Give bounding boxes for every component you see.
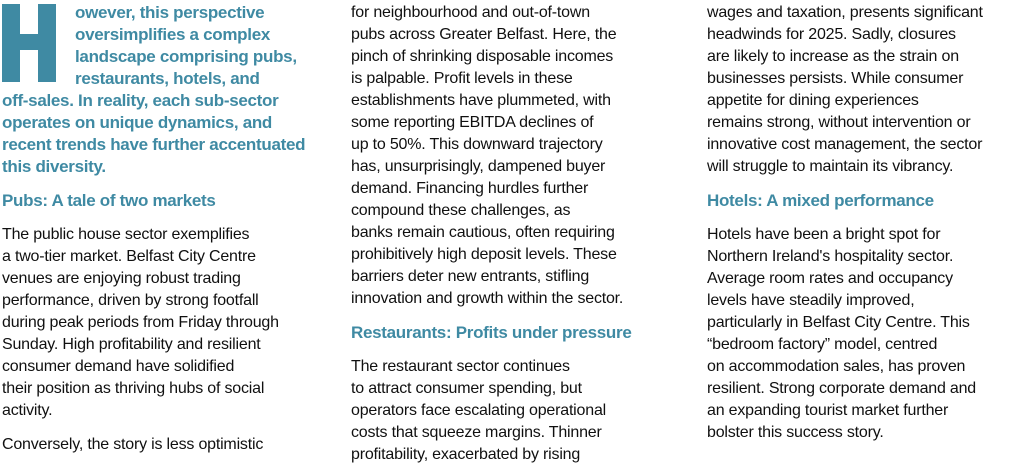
text-line: oversimplifies a complex <box>75 25 270 44</box>
text-line: “bedroom factory” model, centred <box>707 336 938 353</box>
paragraph: Conversely, the story is less optimistic <box>2 434 349 456</box>
text-line: their position as thriving hubs of socia… <box>2 380 265 397</box>
text-line: performance, driven by strong footfall <box>2 292 259 309</box>
paragraph: The public house sector exemplifies a two… <box>2 224 349 422</box>
paragraph: for neighbourhood and out-of-town pubs ac… <box>351 2 705 310</box>
text-line: levels have steadily improved, <box>707 292 915 309</box>
text-line: costs that squeeze margins. Thinner <box>351 424 602 441</box>
text-line: headwinds for 2025. Sadly, closures <box>707 26 956 43</box>
text-line: innovation and growth within the sector. <box>351 290 624 307</box>
paragraph: The restaurant sector continues to attrac… <box>351 356 705 466</box>
text-line: on accommodation sales, has proven <box>707 358 966 375</box>
text-line: resilient. Strong corporate demand and <box>707 380 977 397</box>
text-line: Northern Ireland's hospitality sector. <box>707 248 954 265</box>
column-3: wages and taxation, presents significant… <box>707 2 1018 444</box>
text-line: pubs across Greater Belfast. Here, the <box>351 26 617 43</box>
text-line: a two-tier market. Belfast City Centre <box>2 248 256 265</box>
text-line: Hotels have been a bright spot for <box>707 226 941 243</box>
text-line: owever, this perspective <box>75 3 265 22</box>
intro-paragraph: owever, this perspective oversimplifies a… <box>2 2 349 178</box>
text-line: innovative cost management, the sector <box>707 136 983 153</box>
text-line: for neighbourhood and out-of-town <box>351 4 590 21</box>
text-line: operators face escalating operational <box>351 402 606 419</box>
text-line: to attract consumer spending, but <box>351 380 582 397</box>
text-line: during peak periods from Friday through <box>2 314 279 331</box>
text-line: wages and taxation, presents significant <box>707 4 983 21</box>
text-line: particularly in Belfast City Centre. Thi… <box>707 314 970 331</box>
text-line: are likely to increase as the strain on <box>707 48 959 65</box>
text-line: is palpable. Profit levels in these <box>351 70 573 87</box>
text-line: pinch of shrinking disposable incomes <box>351 48 614 65</box>
text-line: demand. Financing hurdles further <box>351 180 589 197</box>
text-line: compound these challenges, as <box>351 202 571 219</box>
text-line: Conversely, the story is less optimistic <box>2 436 264 453</box>
text-line: Sunday. High profitability and resilient <box>2 336 261 353</box>
text-line: Average room rates and occupancy <box>707 270 953 287</box>
text-line: bolster this success story. <box>707 424 884 441</box>
text-line: appetite for dining experiences <box>707 92 919 109</box>
text-line: off-sales. In reality, each sub-sector <box>2 91 279 110</box>
text-line: up to 50%. This downward trajectory <box>351 136 603 153</box>
text-line: landscape comprising pubs, <box>75 47 297 66</box>
text-line: activity. <box>2 402 53 419</box>
text-line: establishments have plummeted, with <box>351 92 611 109</box>
drop-cap-h-icon <box>2 4 56 82</box>
text-line: prohibitively high deposit levels. These <box>351 246 617 263</box>
text-line: profitability, exacerbated by rising <box>351 446 581 463</box>
text-line: The public house sector exemplifies <box>2 226 250 243</box>
text-line: The restaurant sector continues <box>351 358 570 375</box>
text-line: consumer demand have solidified <box>2 358 235 375</box>
text-line: has, unsurprisingly, dampened buyer <box>351 158 606 175</box>
text-line: this diversity. <box>2 157 106 176</box>
section-heading: Pubs: A tale of two markets <box>2 191 216 210</box>
column-1: owever, this perspective oversimplifies a… <box>2 2 349 456</box>
text-line: businesses persists. While consumer <box>707 70 964 87</box>
text-line: an expanding tourist market further <box>707 402 949 419</box>
paragraph: wages and taxation, presents significant… <box>707 2 1018 178</box>
section-heading: Restaurants: Profits under pressure <box>351 323 632 342</box>
column-2: for neighbourhood and out-of-town pubs ac… <box>351 2 705 466</box>
text-line: banks remain cautious, often requiring <box>351 224 615 241</box>
text-line: remains strong, without intervention or <box>707 114 971 131</box>
text-line: venues are enjoying robust trading <box>2 270 241 287</box>
text-line: recent trends have further accentuated <box>2 135 306 154</box>
text-line: barriers deter new entrants, stifling <box>351 268 590 285</box>
text-line: some reporting EBITDA declines of <box>351 114 594 131</box>
text-line: restaurants, hotels, and <box>75 69 260 88</box>
section-heading: Hotels: A mixed performance <box>707 191 934 210</box>
text-line: operates on unique dynamics, and <box>2 113 273 132</box>
text-line: will struggle to maintain its vibrancy. <box>707 158 954 175</box>
